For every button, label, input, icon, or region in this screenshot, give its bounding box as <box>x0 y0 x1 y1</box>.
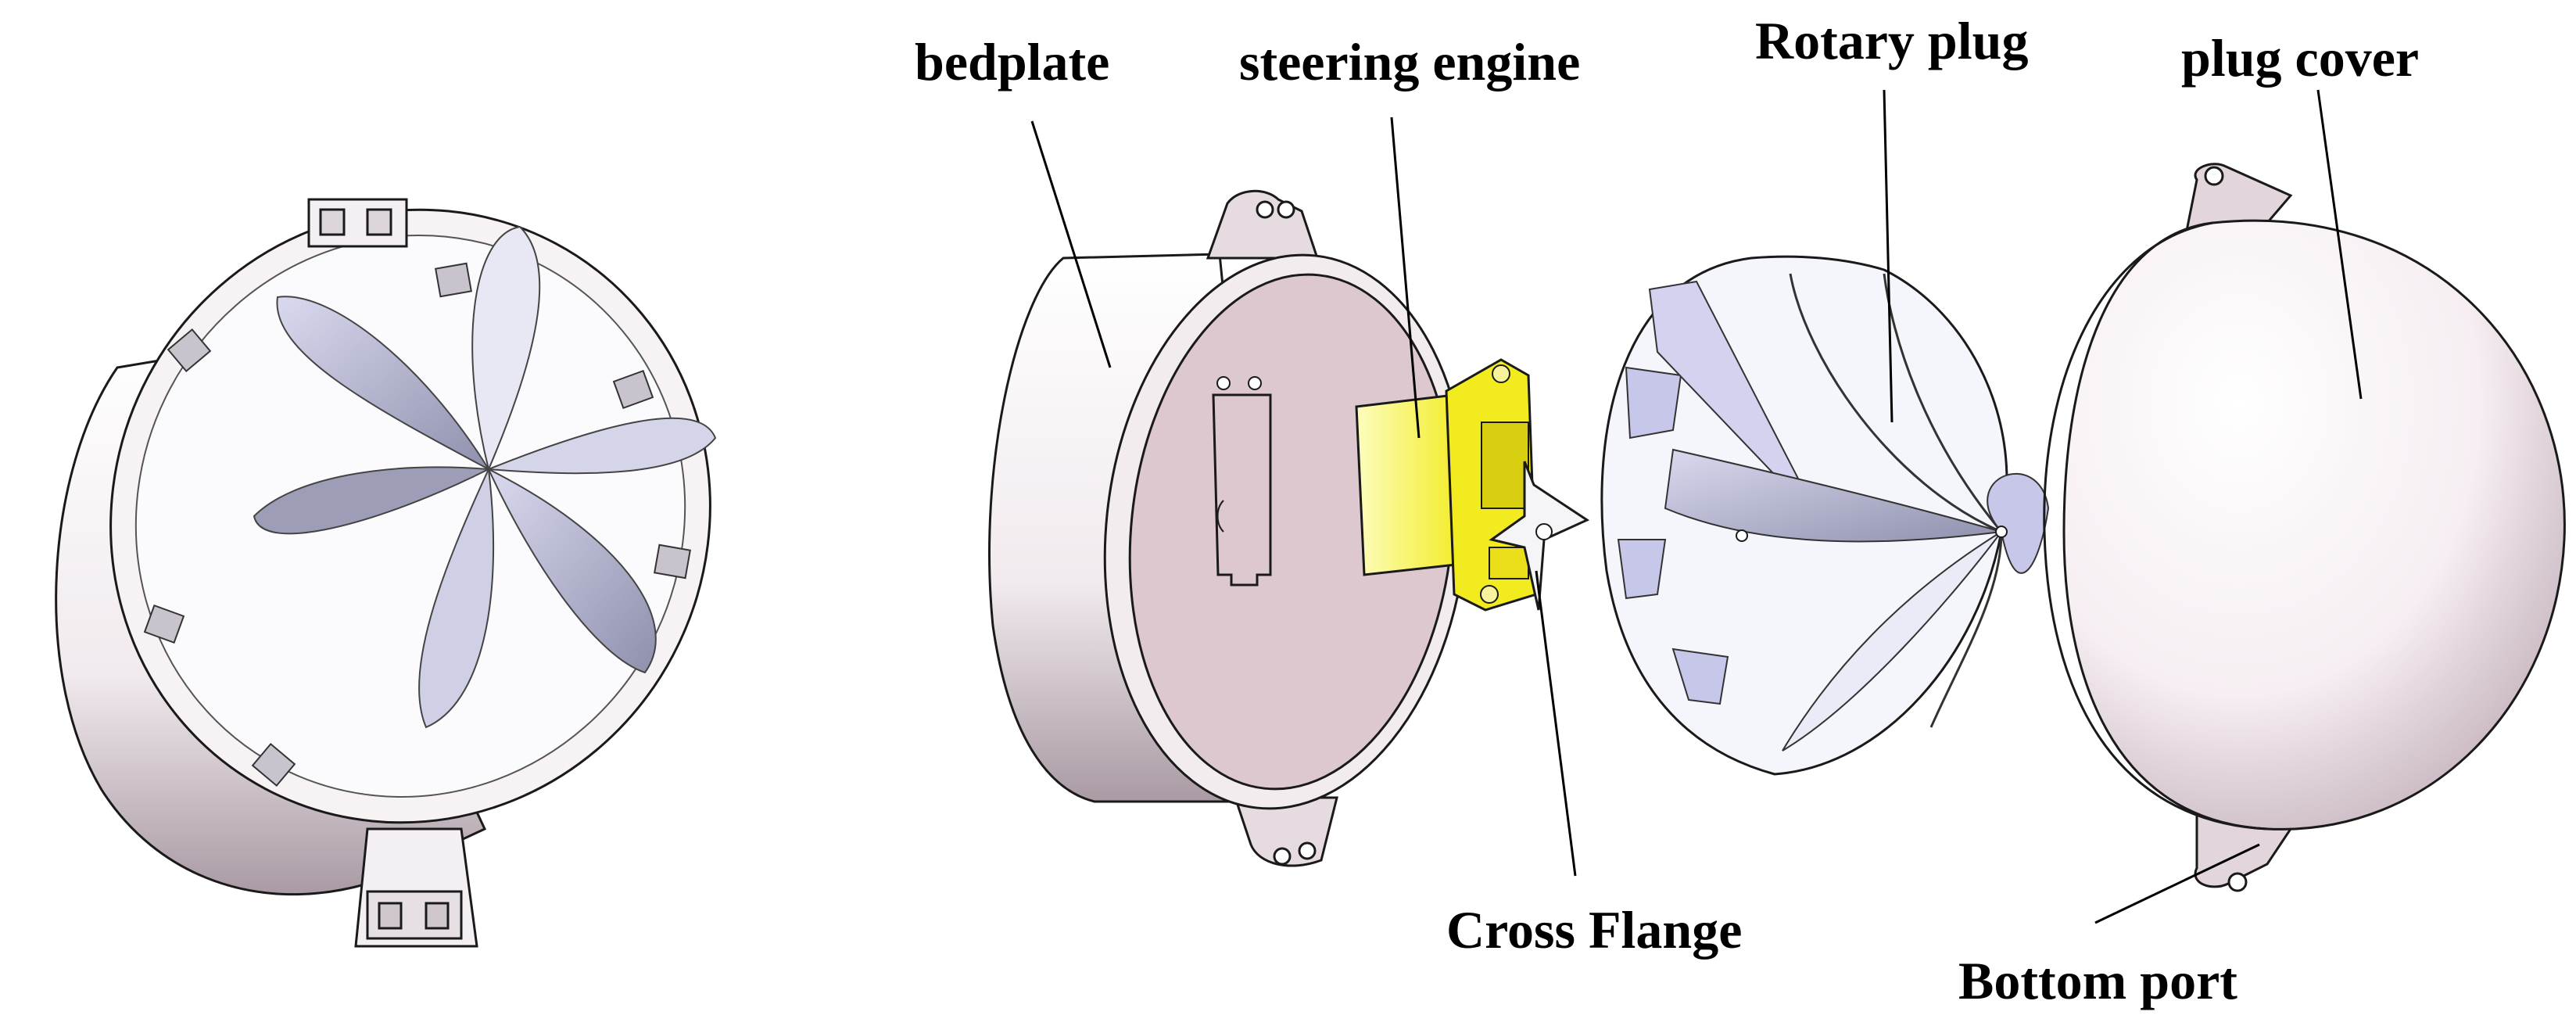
plug-cover-dome <box>2062 219 2566 830</box>
label-bedplate: bedplate <box>915 32 1110 91</box>
leader-rotary-plug <box>1883 89 1893 423</box>
leader-plug-cover <box>2316 89 2363 400</box>
leader-lines <box>1030 89 2363 924</box>
leader-bottom-port <box>2094 843 2260 924</box>
plug-cover-part <box>2043 163 2566 892</box>
label-rotary-plug: Rotary plug <box>1755 11 2029 70</box>
bedplate-part <box>988 189 1469 867</box>
leader-bedplate <box>1030 120 1112 368</box>
steering-engine-part <box>1355 358 1538 612</box>
plug-cover-bottom-lug <box>2194 812 2293 888</box>
rotary-plug-part <box>1600 255 2050 776</box>
assembled-ring-slots <box>143 262 691 787</box>
label-cross-flange: Cross Flange <box>1446 900 1743 960</box>
label-plug-cover: plug cover <box>2181 28 2420 88</box>
assembled-bottom-hinge <box>354 827 478 948</box>
leader-steering-engine <box>1390 117 1421 439</box>
assembled-top-hinge <box>307 198 408 248</box>
cross-flange-part <box>1489 461 1590 611</box>
leader-cross-flange <box>1535 570 1577 877</box>
assembled-blades <box>253 225 717 729</box>
label-steering-engine: steering engine <box>1239 32 1581 91</box>
label-bottom-port: Bottom port <box>1958 951 2237 1010</box>
bedplate-slot <box>1212 393 1272 587</box>
assembled-valve <box>55 198 717 948</box>
